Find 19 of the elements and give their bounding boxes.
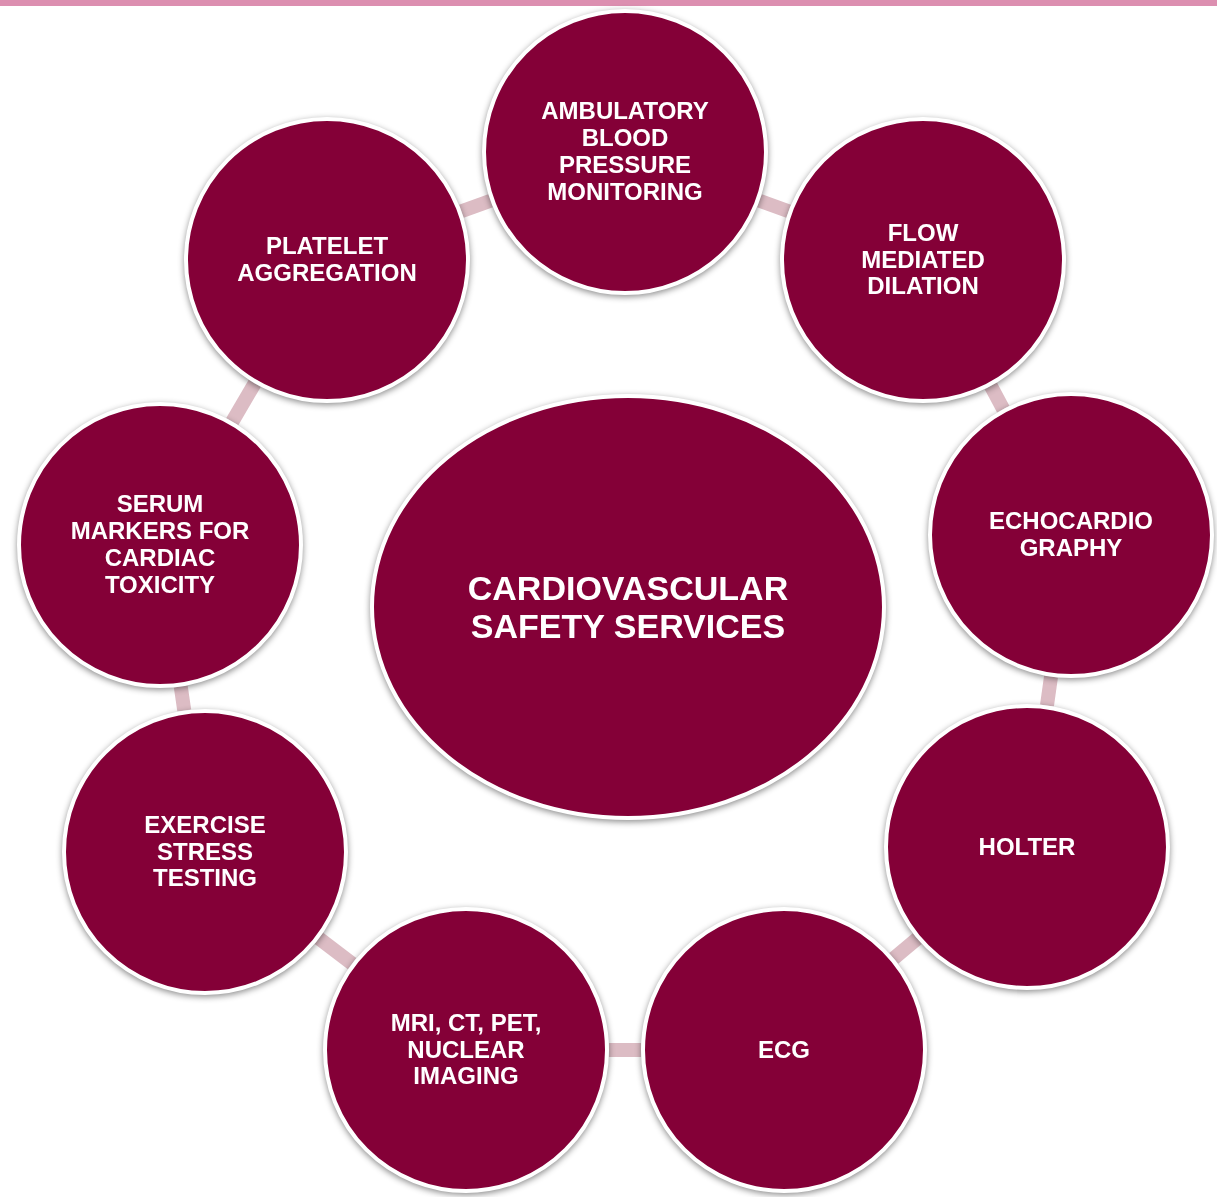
connector-bar [984,382,1010,413]
service-label: SERUM MARKERS FOR CARDIAC TOXICITY [69,491,251,599]
connector-bar [459,194,493,218]
connector-bar [1040,675,1058,707]
service-label: ECG [757,1036,811,1064]
service-label: MRI, CT, PET, NUCLEAR IMAGING [389,1009,543,1091]
connector-bar [609,1043,641,1057]
connector-bar [314,932,357,970]
connector-bar [173,685,192,712]
service-label: FLOW MEDIATED DILATION [860,219,986,301]
service-label: EXERCISE STRESS TESTING [143,811,267,893]
service-label: ECHOCARDIO GRAPHY [988,508,1154,562]
connector-bar [757,194,791,218]
service-label: HOLTER [977,833,1077,861]
connector-bar [226,379,261,426]
title-text: CARDIOVASCULAR SAFETY SERVICES [466,568,790,646]
connector-bar [889,933,922,964]
service-label: PLATELET AGGREGATION [236,233,418,287]
service-label: AMBULATORY BLOOD PRESSURE MONITORING [540,98,710,206]
